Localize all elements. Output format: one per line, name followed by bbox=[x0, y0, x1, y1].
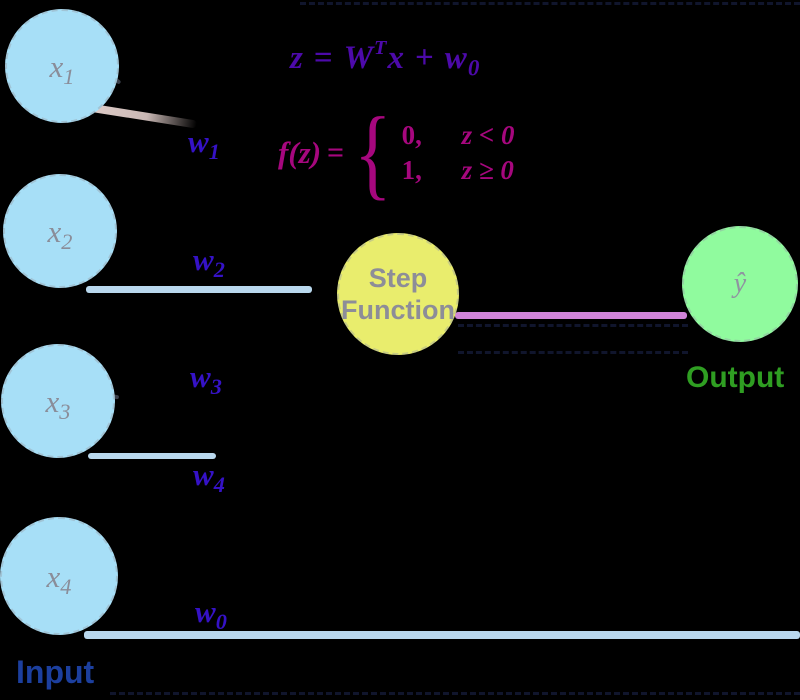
formula-f-equals: = bbox=[327, 136, 345, 169]
weight-label-w2: w2 bbox=[193, 242, 225, 283]
formula-f-case-one: 1, z ≥ 0 bbox=[401, 155, 514, 185]
output-caption: Output bbox=[686, 361, 785, 394]
weight-label-w1: w1 bbox=[188, 124, 220, 165]
output-node: ŷ bbox=[682, 226, 798, 342]
weight-label-w0: w0 bbox=[195, 594, 227, 635]
step-function-node-label: Step Function bbox=[341, 262, 455, 325]
formula-f-brace: { bbox=[354, 95, 392, 209]
step-output-dashed-line-upper bbox=[458, 324, 688, 327]
formula-z-equals: = bbox=[313, 40, 334, 76]
weight-label-w4: w4 bbox=[193, 457, 225, 498]
connection-w2-line bbox=[86, 286, 312, 293]
output-node-label: ŷ bbox=[733, 268, 747, 299]
input-node-x1-label: x1 bbox=[49, 48, 75, 89]
weight-label-w3: w3 bbox=[190, 359, 222, 400]
formula-z-bias: w0 bbox=[444, 40, 481, 81]
step-function-formula: f(z) = { 0, z < 0 1, z ≥ 0 bbox=[278, 95, 515, 209]
step-function-node: Step Function bbox=[337, 233, 459, 355]
formula-z-input-vector: x bbox=[387, 40, 405, 76]
formula-z-plus: + bbox=[414, 40, 435, 76]
input-node-x3-label: x3 bbox=[45, 383, 71, 424]
input-node-x3: x3 bbox=[1, 344, 115, 458]
formula-z-lhs: z bbox=[290, 40, 304, 76]
connection-step-to-output-line bbox=[455, 312, 687, 319]
connection-w4-line bbox=[88, 453, 216, 459]
bottom-dashed-remnant-line bbox=[110, 692, 800, 695]
net-input-formula: z = WT x + w0 bbox=[290, 37, 481, 81]
step-output-dashed-line-lower bbox=[458, 351, 688, 354]
connection-w0-line bbox=[84, 631, 800, 639]
input-node-x1: x1 bbox=[5, 9, 119, 123]
input-node-x2: x2 bbox=[3, 174, 117, 288]
connection-x1-stub-line bbox=[85, 103, 198, 129]
formula-z-weight-vector: WT bbox=[343, 37, 388, 76]
formula-f-cases: 0, z < 0 1, z ≥ 0 bbox=[402, 120, 515, 186]
top-dashed-remnant-line bbox=[300, 2, 800, 5]
formula-f-case-zero: 0, z < 0 bbox=[401, 119, 515, 150]
formula-f-lhs: f(z) bbox=[278, 135, 322, 170]
input-node-x4-label: x4 bbox=[46, 558, 72, 599]
input-layer-caption: Input bbox=[16, 654, 95, 690]
input-node-x4: x4 bbox=[0, 517, 118, 635]
input-node-x2-label: x2 bbox=[47, 213, 73, 254]
